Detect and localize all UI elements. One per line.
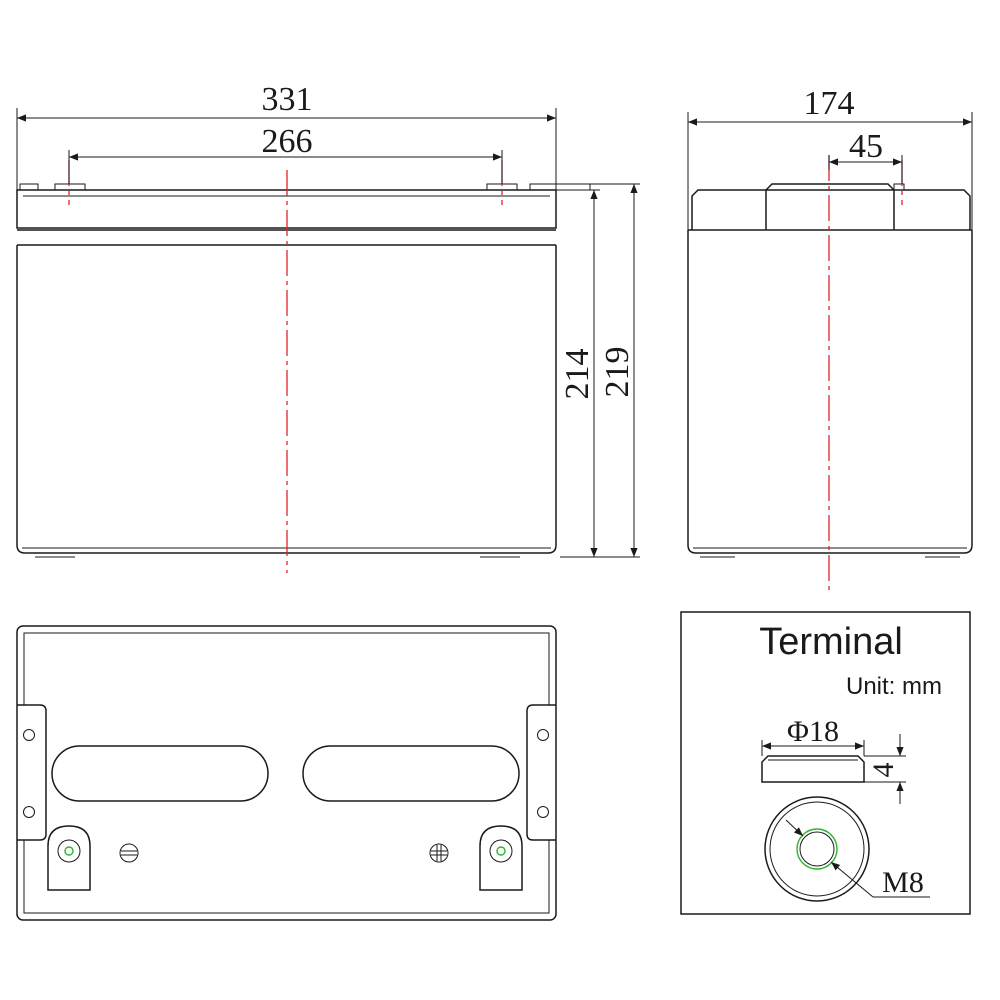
dim-terminal-offset: 45: [849, 128, 883, 165]
top-view: [16, 625, 557, 921]
terminal-title: Terminal: [759, 621, 903, 663]
plus-vent-icon: [429, 843, 449, 863]
dim-height-case: 214: [559, 349, 596, 400]
terminal-detail-frame: [680, 611, 971, 915]
terminal-diameter: Φ18: [787, 715, 839, 748]
top-terminal-right: [479, 825, 523, 891]
unit-label: Unit: mm: [846, 673, 942, 700]
handle-slot-right: [302, 745, 520, 802]
side-view: 174 45: [687, 85, 973, 590]
dim-terminal-spacing: 266: [262, 123, 313, 160]
handle-slot-left: [51, 745, 269, 802]
side-top-block: [765, 183, 895, 230]
dim-width: 174: [804, 85, 855, 122]
terminal-thread-hole: [796, 828, 838, 870]
dim-length-overall: 331: [262, 81, 313, 118]
side-body: [687, 544, 973, 554]
terminal-hole-right: [496, 846, 506, 856]
terminal-height: 4: [867, 763, 900, 778]
dim-height-total: 219: [599, 347, 636, 398]
top-bracket-left: [17, 704, 47, 841]
terminal-thread: M8: [882, 866, 924, 899]
terminal-hole-left: [64, 846, 74, 856]
side-lid: [691, 189, 971, 230]
top-bracket-right: [526, 704, 556, 841]
terminal-face: [764, 796, 870, 902]
front-view: 331 266 214 219: [16, 81, 640, 573]
terminal-detail: Terminal Unit: mm Φ18 4 M8: [680, 611, 971, 915]
top-terminal-left: [47, 825, 91, 891]
front-terminal-left: [54, 183, 86, 191]
minus-vent-icon: [119, 843, 139, 863]
top-outline: [16, 625, 557, 921]
